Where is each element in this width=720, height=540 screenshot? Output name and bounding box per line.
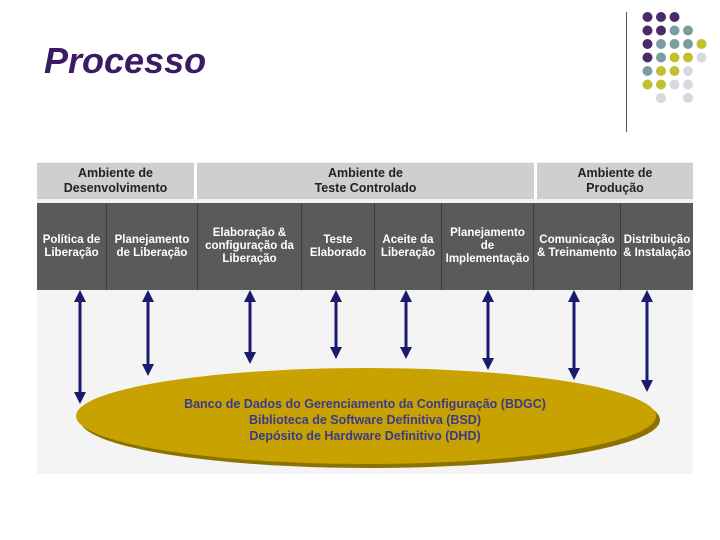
decorative-dot [642,12,653,22]
decorative-dot [669,79,680,90]
decorative-dot [669,12,680,22]
process-planejamento-implementacao: Planejamento de Implementação [442,203,534,290]
decorative-dot [656,66,666,76]
decorative-dot [683,79,693,90]
process-aceite: Aceite da Liberação [375,203,442,290]
process-teste: Teste Elaborado [302,203,375,290]
decorative-dot [656,52,666,63]
database-label: Banco de Dados do Gerenciamento da Confi… [160,396,570,444]
database-ellipse [76,368,656,464]
process-distribuicao: Distribuição & Instalação [623,233,691,259]
decorative-dot [669,52,680,63]
env-production: Ambiente de Produção [537,163,693,199]
database-line-bsd: Biblioteca de Software Definitiva (BSD) [249,413,481,427]
decorative-dot [683,25,693,36]
decorative-dot [656,25,666,36]
decorative-dot [642,52,653,63]
decorative-dot [669,66,680,76]
process-elaboracao: Elaboração & configuração da Liberação [198,203,302,290]
decorative-dot [656,39,666,49]
decorative-dot [683,52,693,63]
decorative-dot [656,93,666,103]
decorative-dot [656,79,666,90]
env-development: Ambiente de Desenvolvimento [37,163,197,199]
decorative-dot [669,25,680,36]
process-comunicacao: Comunicação & Treinamento [534,203,621,290]
process-politica: Política de Liberação [37,203,107,290]
decorative-dot [642,66,653,76]
env-test: Ambiente de Teste Controlado [197,163,537,199]
process-row: Política de Liberação Planejamento de Li… [37,203,693,290]
decorative-dot [696,52,707,63]
decorative-dot [696,39,707,49]
database-line-dhd: Depósito de Hardware Definitivo (DHD) [249,429,481,443]
environment-header-row: Ambiente de Desenvolvimento Ambiente de … [37,163,693,199]
process-planejamento-liberacao: Planejamento de Liberação [107,203,198,290]
decorative-dot [683,93,693,103]
page-title: Processo [44,40,207,81]
decorative-dot [642,79,653,90]
decorative-divider [626,12,627,132]
decorative-dot [669,39,680,49]
decorative-dot [642,25,653,36]
decorative-dot [683,39,693,49]
database-line-bdgc: Banco de Dados do Gerenciamento da Confi… [184,397,546,411]
decorative-dot [642,39,653,49]
decorative-dot [683,66,693,76]
decorative-dot [656,12,666,22]
decorative-dot-grid [642,12,707,103]
